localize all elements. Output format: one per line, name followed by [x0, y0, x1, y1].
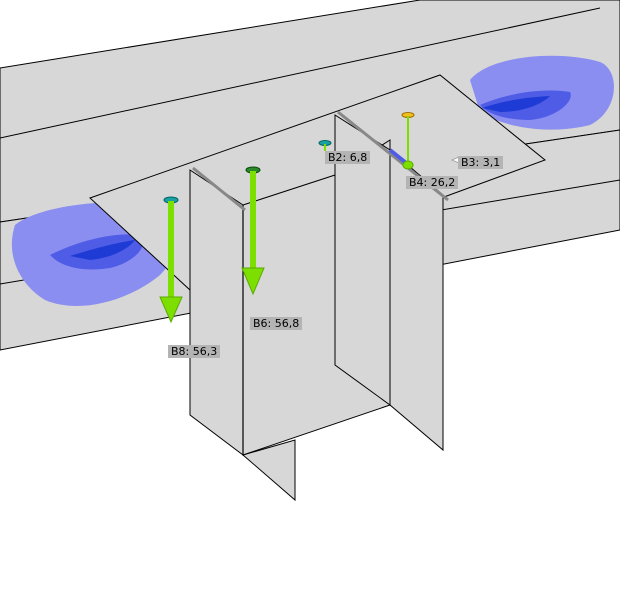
force-arrow-icon [324, 144, 326, 151]
force-label-B6: B6: 56,8 [250, 317, 303, 330]
weld-strip [192, 166, 246, 212]
beam-edge-line [0, 7, 601, 139]
web-plate-left-lower [241, 439, 296, 502]
weld-strip [388, 148, 407, 164]
force-arrow-B6[interactable] [241, 166, 265, 296]
force-label-B8: B8: 56,3 [168, 345, 221, 358]
web-plate-right-front [389, 148, 444, 452]
force-arrow-icon [168, 201, 174, 297]
stress-contour-right [470, 55, 614, 130]
force-arrow-icon [407, 116, 409, 162]
force-arrow-icon [250, 171, 256, 268]
force-arrow-B4[interactable] [401, 112, 415, 170]
beam-top-face [0, 0, 620, 223]
force-label-B4: B4: 26,2 [406, 176, 459, 189]
force-arrowhead-icon [402, 160, 414, 170]
force-arrowhead-icon [159, 296, 183, 324]
force-arrowhead-icon [241, 267, 265, 296]
web-plate-right [334, 114, 444, 452]
force-arrow-B2[interactable] [318, 140, 332, 152]
force-arrow-B8[interactable] [159, 196, 183, 324]
force-label-B2: B2: 6,8 [325, 151, 371, 164]
force-label-B3: B3: 3,1 [458, 156, 504, 169]
web-plate-left-side [189, 169, 244, 457]
